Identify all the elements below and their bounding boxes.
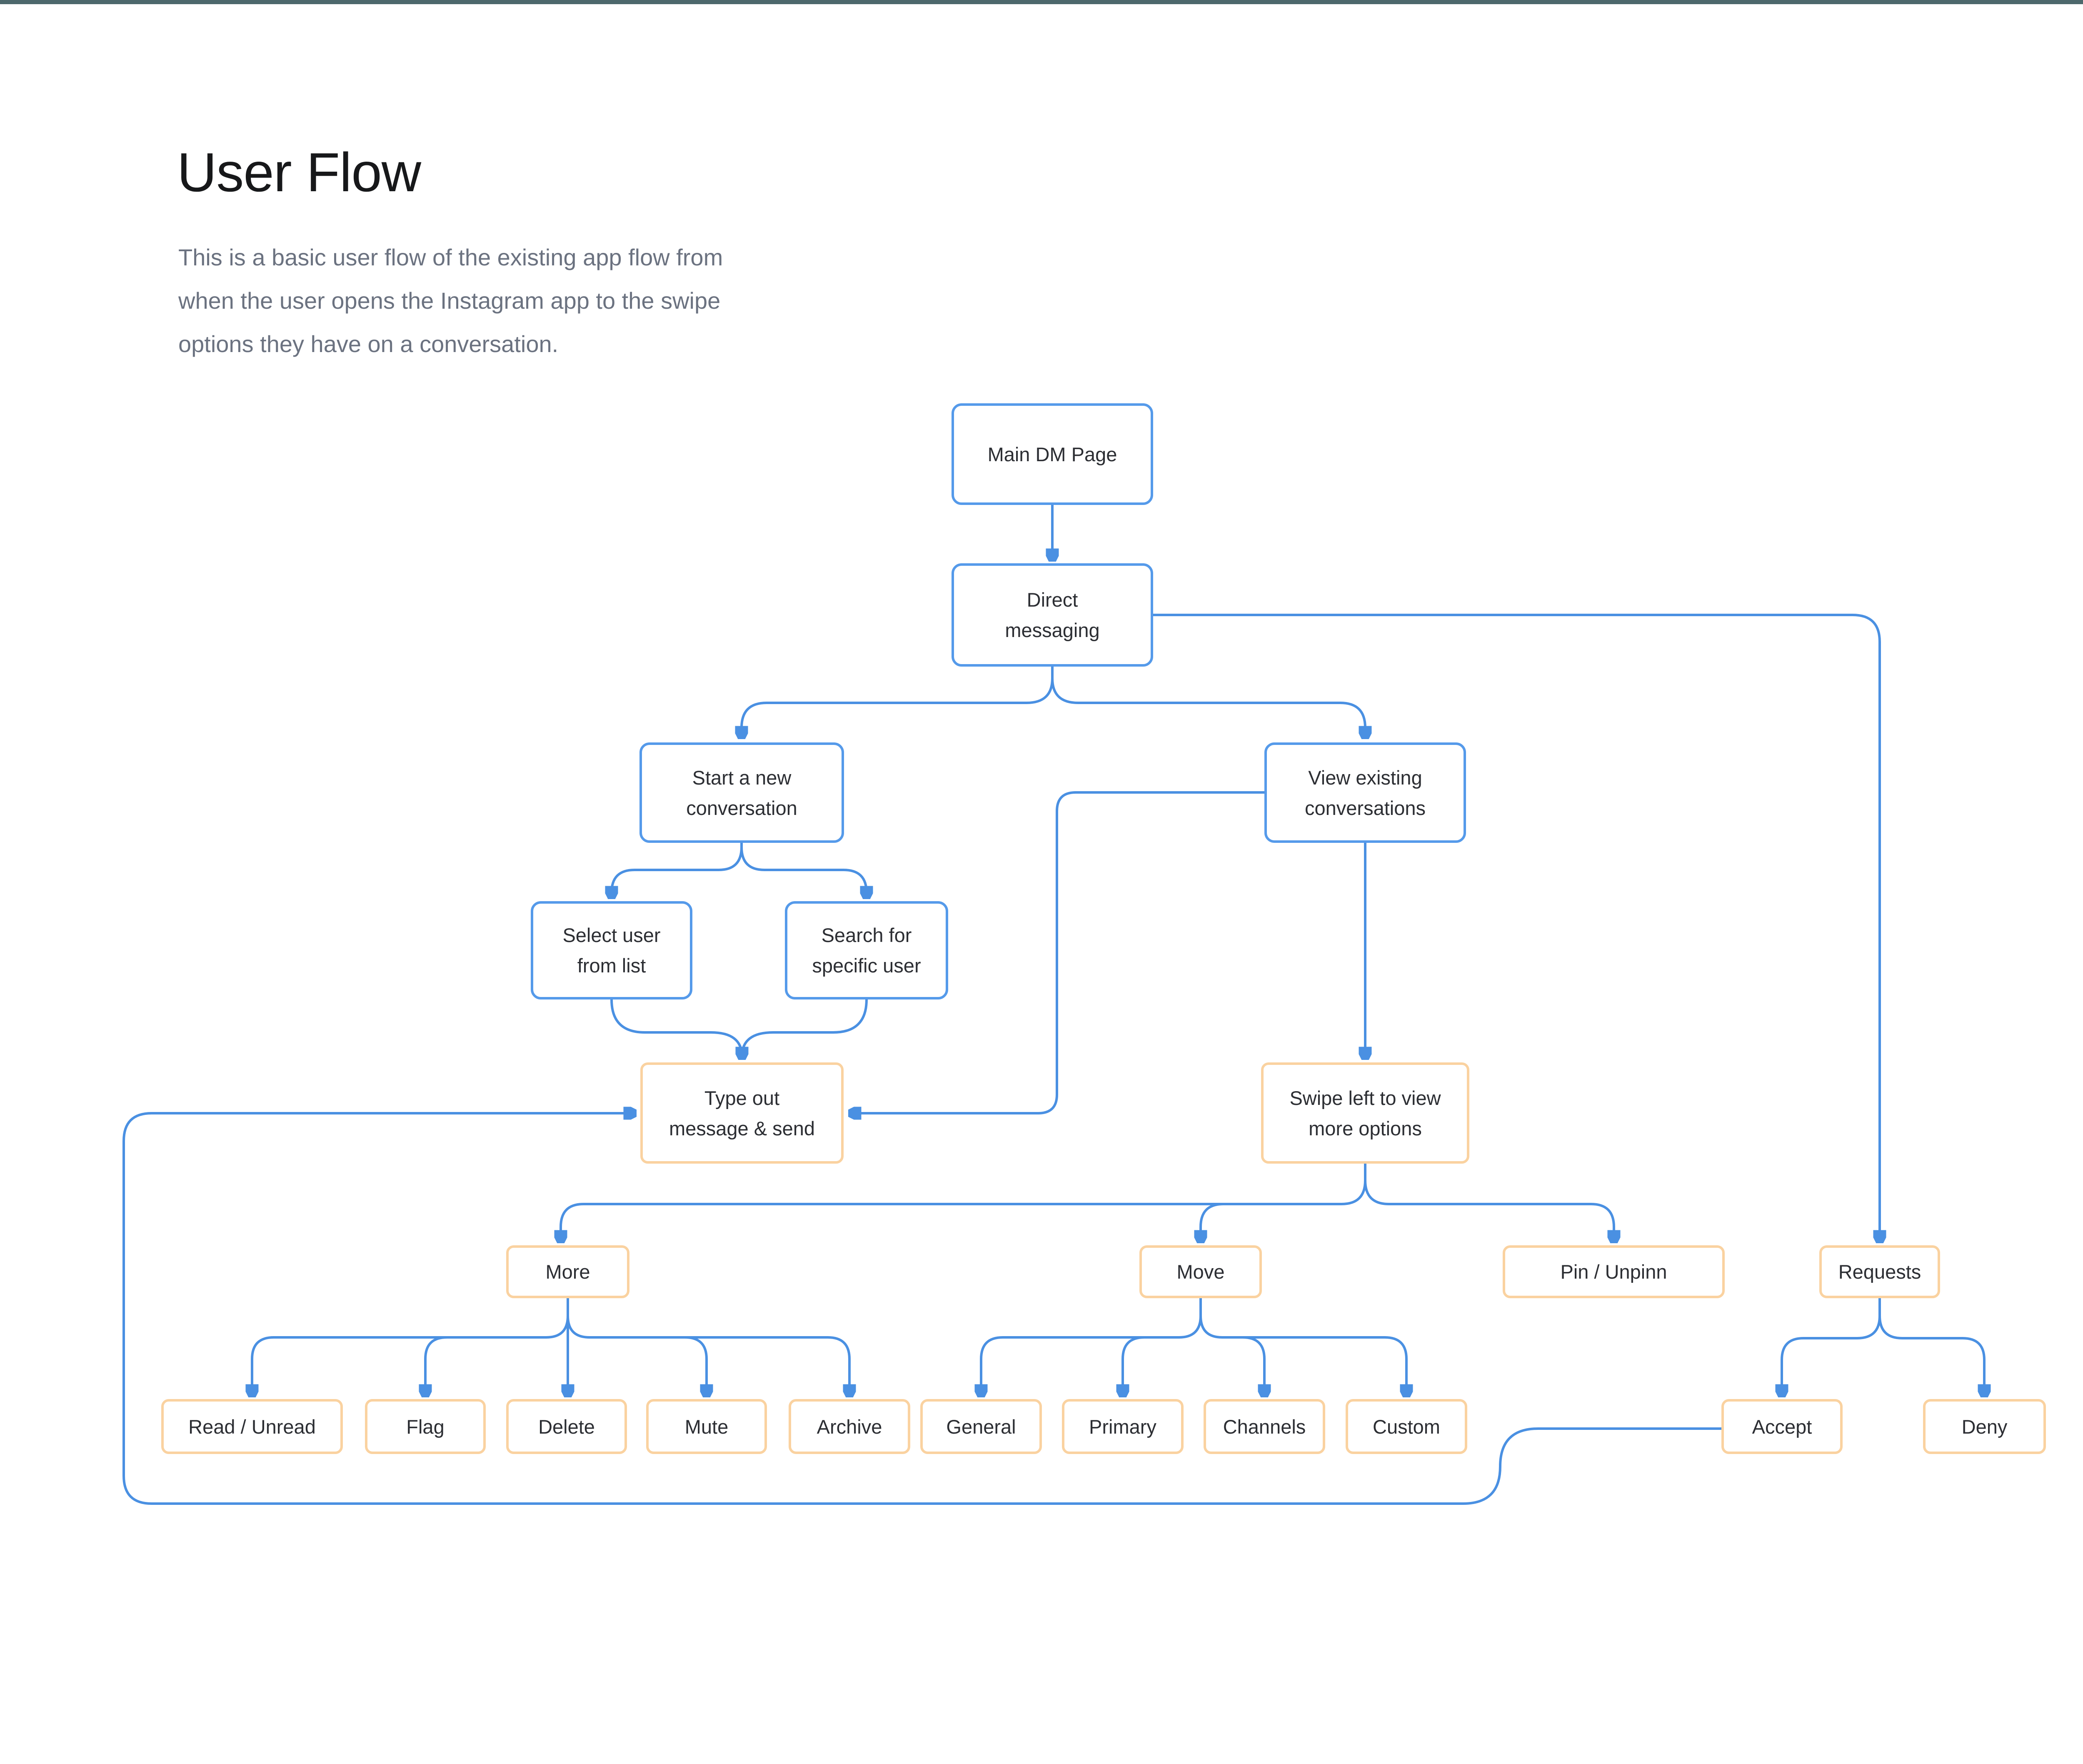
node-label: Flag — [406, 1415, 445, 1438]
node-general: General — [920, 1399, 1042, 1454]
node-primary: Primary — [1062, 1399, 1184, 1454]
node-main-dm-page: Main DM Page — [952, 403, 1153, 505]
edge-direct-to-view-existing — [1051, 677, 1365, 736]
node-swipe-left-to-view-more-options: Swipe left to view more options — [1261, 1062, 1469, 1164]
node-label: Type out message & send — [669, 1087, 815, 1139]
node-archive: Archive — [789, 1399, 910, 1454]
edge-direct-to-requests — [1152, 614, 1880, 1240]
node-accept: Accept — [1721, 1399, 1843, 1454]
node-label: More — [545, 1261, 590, 1283]
node-label: Custom — [1373, 1415, 1440, 1438]
node-label: Mute — [684, 1415, 729, 1438]
node-flag: Flag — [365, 1399, 486, 1454]
node-select-user-from-list: Select user from list — [531, 901, 692, 999]
page-title: User Flow — [177, 142, 421, 203]
edge-move-to-custom — [1199, 1314, 1406, 1394]
node-delete: Delete — [506, 1399, 627, 1454]
edge-swipe-to-move — [1201, 1203, 1225, 1240]
node-label: Accept — [1752, 1415, 1812, 1438]
node-pin-unpinn: Pin / Unpinn — [1503, 1245, 1725, 1298]
window-top-edge — [0, 0, 2083, 4]
node-channels: Channels — [1204, 1399, 1325, 1454]
node-start-new-conversation: Start a new conversation — [639, 742, 844, 843]
edge-requests-to-accept — [1782, 1314, 1881, 1394]
node-read-unread: Read / Unread — [161, 1399, 343, 1454]
edge-more-to-flag — [425, 1336, 448, 1394]
edge-start-to-select-user — [612, 846, 743, 896]
node-label: Start a new conversation — [686, 766, 797, 819]
node-label: Delete — [538, 1415, 595, 1438]
edge-search-user-to-type-out — [741, 998, 868, 1058]
node-requests: Requests — [1819, 1245, 1940, 1298]
node-label: Swipe left to view more options — [1289, 1087, 1441, 1139]
node-move: Move — [1139, 1245, 1262, 1298]
node-label: Main DM Page — [987, 443, 1117, 465]
edge-view-existing-to-type-out — [852, 791, 1266, 1113]
node-direct-messaging: Direct messaging — [952, 563, 1153, 667]
node-label: Archive — [817, 1415, 882, 1438]
edge-direct-to-start-new — [742, 677, 1054, 736]
node-custom: Custom — [1346, 1399, 1467, 1454]
node-deny: Deny — [1923, 1399, 2046, 1454]
node-label: Requests — [1838, 1261, 1921, 1283]
edge-swipe-to-pin — [1364, 1179, 1614, 1240]
edge-move-to-general — [981, 1314, 1202, 1394]
node-mute: Mute — [646, 1399, 767, 1454]
node-label: General — [946, 1415, 1016, 1438]
node-label: Select user from list — [562, 924, 661, 977]
node-label: Move — [1176, 1261, 1225, 1283]
node-label: Primary — [1089, 1415, 1156, 1438]
edge-more-to-mute — [684, 1336, 707, 1394]
node-label: Deny — [1961, 1415, 2008, 1438]
node-search-for-specific-user: Search for specific user — [785, 901, 948, 999]
node-type-out-message-send: Type out message & send — [640, 1062, 844, 1164]
node-label: Channels — [1223, 1415, 1306, 1438]
edge-more-to-read-unread — [252, 1314, 569, 1394]
node-more: More — [506, 1245, 629, 1298]
page-description: This is a basic user flow of the existin… — [178, 244, 723, 357]
node-label: View existing conversations — [1305, 766, 1426, 819]
edge-select-user-to-type-out — [610, 998, 742, 1057]
edge-start-to-search-user — [740, 846, 867, 896]
edge-requests-to-deny — [1878, 1314, 1984, 1394]
edge-swipe-to-more — [561, 1179, 1366, 1240]
node-label: Read / Unread — [188, 1415, 316, 1438]
edge-more-to-archive — [567, 1314, 849, 1394]
edge-move-to-primary — [1123, 1336, 1146, 1394]
node-view-existing-conversations: View existing conversations — [1264, 742, 1466, 843]
node-label: Direct messaging — [1005, 589, 1100, 641]
edge-accept-to-type-out — [122, 1113, 1723, 1505]
node-label: Search for specific user — [812, 924, 921, 977]
edge-move-to-channels — [1241, 1336, 1264, 1394]
node-label: Pin / Unpinn — [1560, 1261, 1667, 1283]
